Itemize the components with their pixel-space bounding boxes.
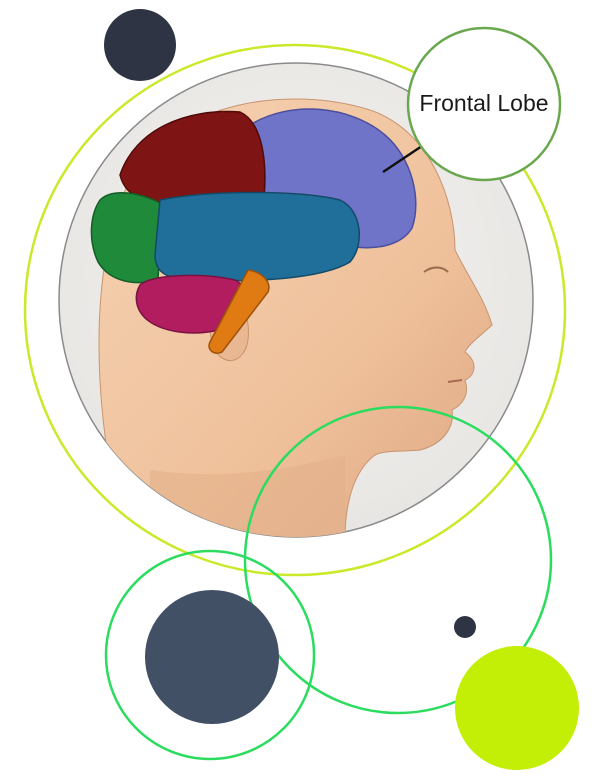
small-dark-dot [454, 616, 476, 638]
slate-dot [145, 590, 279, 724]
lime-dot [455, 646, 579, 770]
frontal-lobe-label: Frontal Lobe [419, 90, 548, 116]
navy-dot [104, 9, 176, 81]
temporal-lobe [155, 193, 359, 281]
